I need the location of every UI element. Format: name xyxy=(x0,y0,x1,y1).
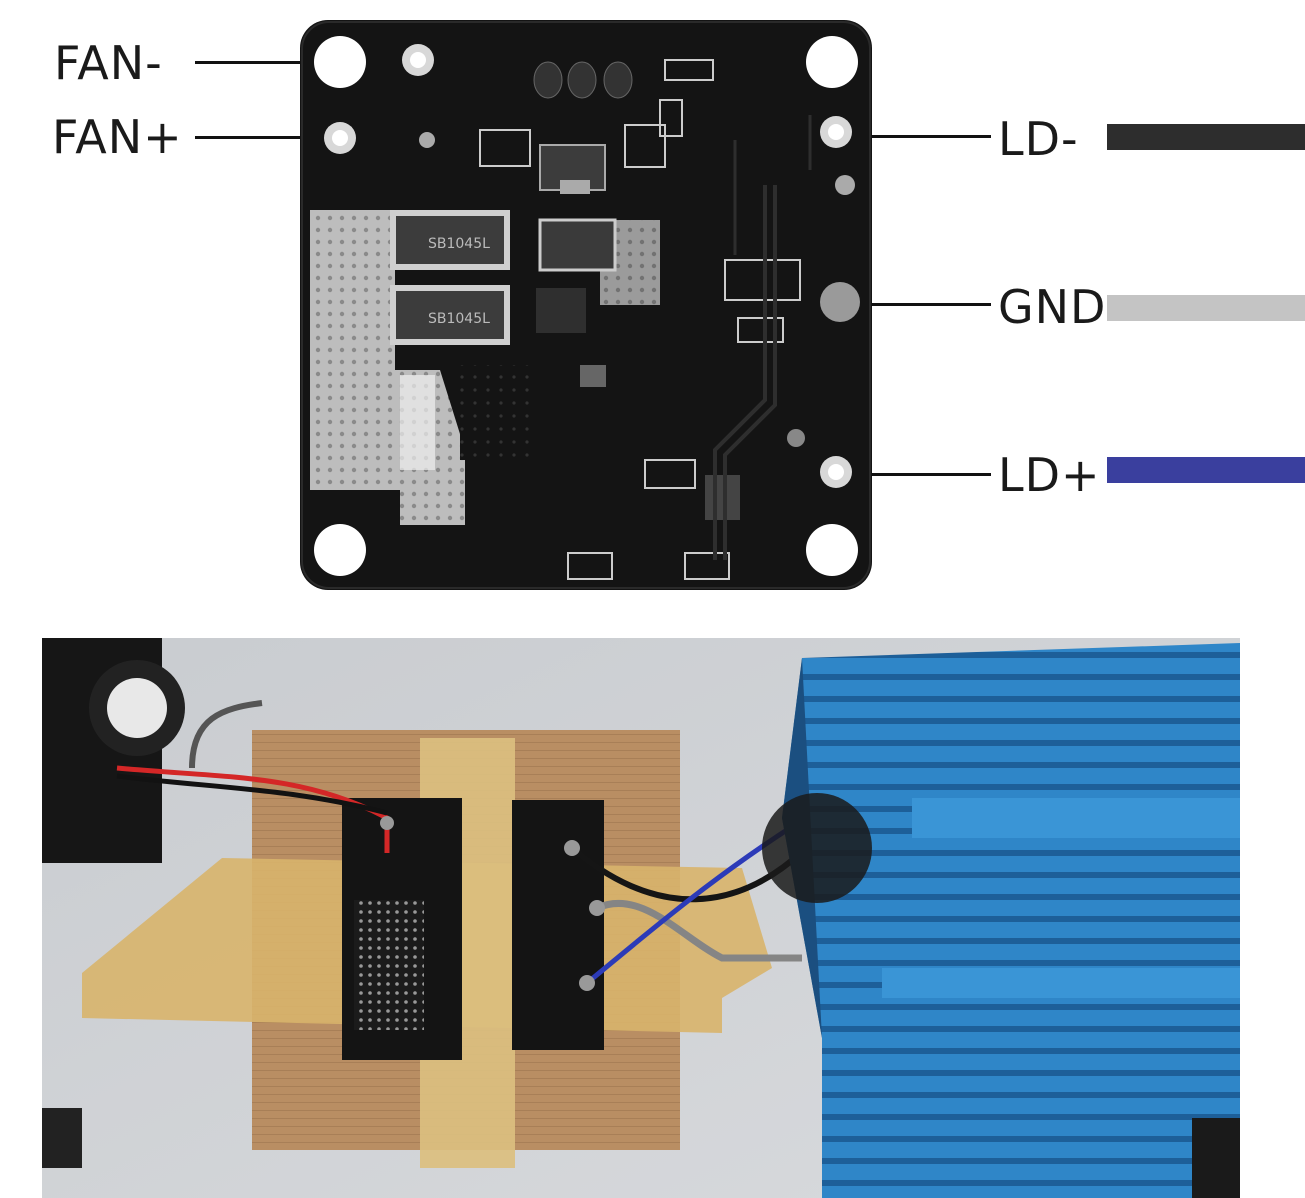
diode-1-marking: SB1045L xyxy=(428,236,490,252)
ld-minus-label: LD- xyxy=(998,112,1079,166)
diode-2-marking: SB1045L xyxy=(428,311,490,327)
ld-plus-wire-bar xyxy=(1107,457,1305,483)
ld-plus-label: LD+ xyxy=(998,448,1101,502)
pcb-board-image: SB1045L SB1045L xyxy=(300,20,872,590)
fan-plus-label: FAN+ xyxy=(52,110,183,164)
fan-plus-leader xyxy=(195,136,340,139)
gnd-leader xyxy=(840,303,991,306)
gnd-wire-bar xyxy=(1107,295,1305,321)
ld-minus-wire-bar xyxy=(1107,124,1305,150)
fan-minus-label: FAN- xyxy=(54,36,163,90)
gnd-label: GND xyxy=(998,280,1107,334)
assembly-photo xyxy=(42,638,1240,1198)
ld-minus-leader xyxy=(836,135,991,138)
ld-plus-leader xyxy=(836,473,991,476)
